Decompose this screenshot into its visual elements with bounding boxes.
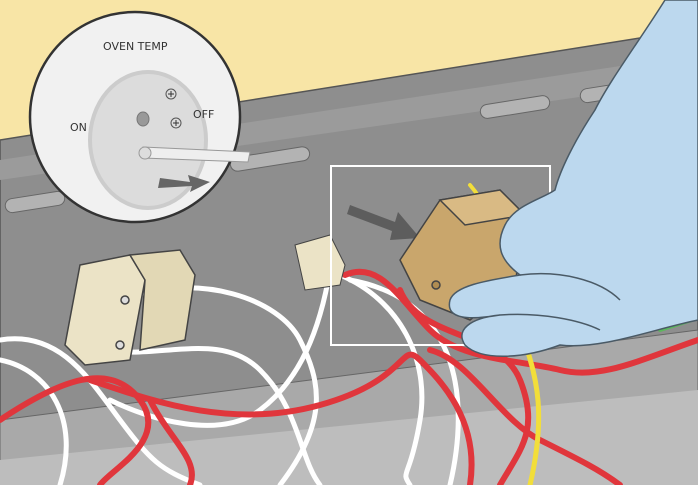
thermostat-stem xyxy=(136,111,150,127)
gloved-hand xyxy=(448,0,698,357)
wire-clip xyxy=(294,234,346,291)
oven-temp-inset: OVEN TEMP ON OFF xyxy=(28,10,251,224)
wires xyxy=(0,183,698,485)
off-label: OFF xyxy=(193,108,214,121)
oven-temp-label: OVEN TEMP xyxy=(103,40,168,53)
panel-floor xyxy=(0,390,698,485)
thermostat-disc xyxy=(88,70,208,210)
turn-arrow xyxy=(158,175,210,192)
terminal-block xyxy=(64,249,196,366)
on-label: ON xyxy=(70,121,87,134)
pull-arrow xyxy=(347,205,420,240)
